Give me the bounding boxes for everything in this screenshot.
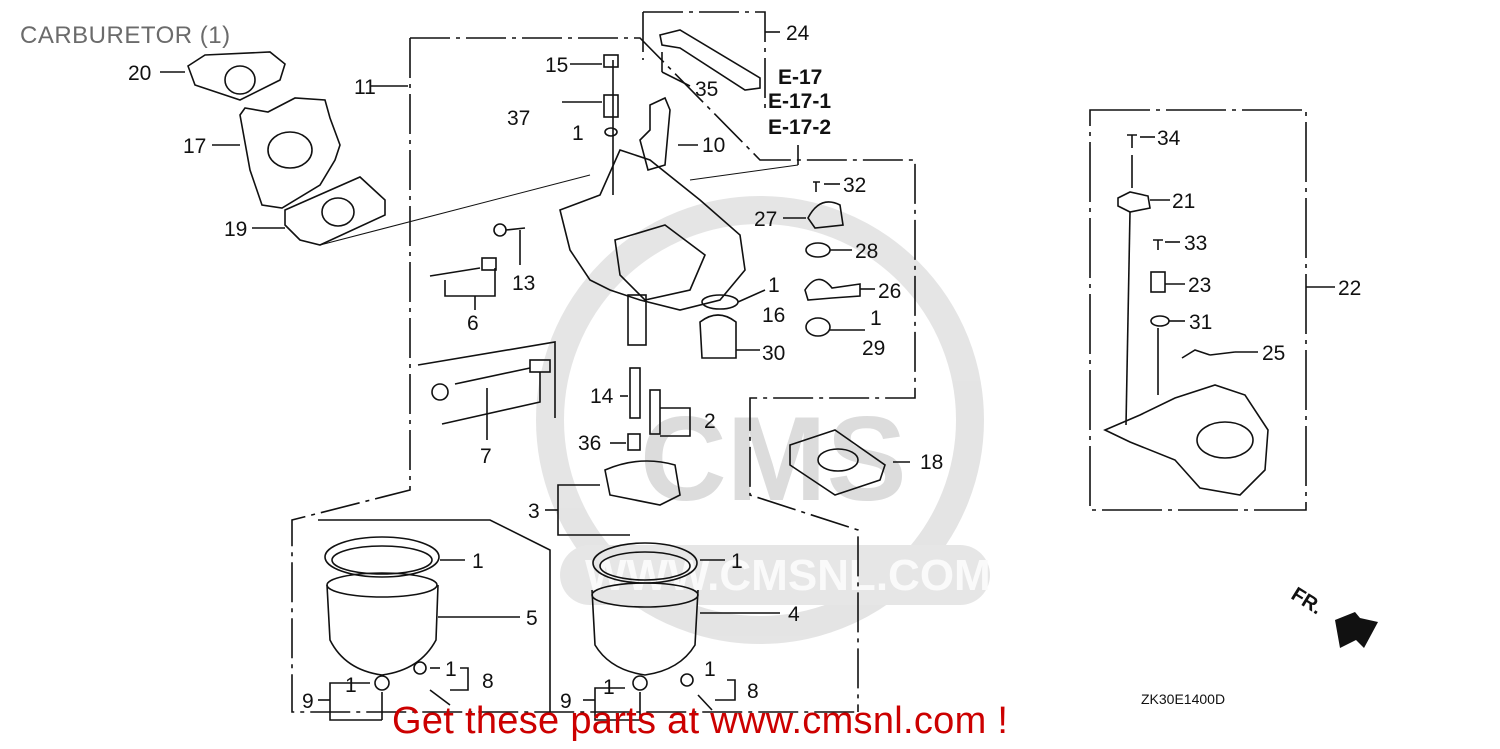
reference-group: E-17-2: [768, 116, 831, 139]
front-direction-label: FR.: [1287, 583, 1326, 619]
callout-9: 9: [560, 690, 572, 713]
callout-37: 37: [507, 107, 530, 130]
callout-1: 1: [870, 307, 882, 330]
callout-22: 22: [1338, 277, 1361, 300]
promo-link[interactable]: Get these parts at www.cmsnl.com !: [392, 700, 1009, 742]
callout-8: 8: [482, 670, 494, 693]
callout-3: 3: [528, 500, 540, 523]
callout-1: 1: [572, 122, 584, 145]
callout-21: 21: [1172, 190, 1195, 213]
callout-28: 28: [855, 240, 878, 263]
callout-15: 15: [545, 54, 568, 77]
callout-2: 2: [704, 410, 716, 433]
callout-19: 19: [224, 218, 247, 241]
callout-1: 1: [445, 658, 457, 681]
diagram-code: ZK30E1400D: [1141, 691, 1225, 707]
callout-6: 6: [467, 312, 479, 335]
callout-11: 11: [354, 76, 376, 99]
callout-26: 26: [878, 280, 901, 303]
callout-29: 29: [862, 337, 885, 360]
callout-27: 27: [754, 208, 777, 231]
callout-20: 20: [128, 62, 151, 85]
watermark: CMS WWW.CMSNL.COM: [536, 196, 991, 644]
callout-30: 30: [762, 342, 785, 365]
callout-33: 33: [1184, 232, 1207, 255]
callout-5: 5: [526, 607, 538, 630]
reference-group: E-17: [778, 66, 822, 89]
callout-1: 1: [704, 658, 716, 681]
callout-23: 23: [1188, 274, 1211, 297]
callout-34: 34: [1157, 127, 1181, 150]
callout-35: 35: [695, 78, 718, 101]
callout-14: 14: [590, 385, 614, 408]
callout-1: 1: [472, 550, 484, 573]
callout-25: 25: [1262, 342, 1285, 365]
reference-group: E-17-1: [768, 90, 831, 113]
diagram-title: CARBURETOR (1): [20, 22, 231, 49]
callout-8: 8: [747, 680, 759, 703]
callout-labels: 20 17 19 11 15 37 1 10 24 35 32 27 28 1 …: [128, 22, 1361, 713]
callout-24: 24: [786, 22, 810, 45]
callout-9: 9: [302, 690, 314, 713]
watermark-url: WWW.CMSNL.COM: [585, 551, 991, 600]
callout-17: 17: [183, 135, 206, 158]
callout-1: 1: [768, 274, 780, 297]
callout-10: 10: [702, 134, 725, 157]
callout-16: 16: [762, 304, 785, 327]
callout-1: 1: [603, 676, 615, 699]
watermark-logo: CMS: [640, 392, 907, 526]
callout-36: 36: [578, 432, 601, 455]
callout-31: 31: [1189, 311, 1212, 334]
callout-7: 7: [480, 445, 492, 468]
callout-1: 1: [731, 550, 743, 573]
front-direction-arrow-icon: FR.: [1287, 583, 1378, 648]
callout-13: 13: [512, 272, 535, 295]
callout-1: 1: [345, 674, 357, 697]
callout-32: 32: [843, 174, 866, 197]
callout-4: 4: [788, 603, 800, 626]
callout-18: 18: [920, 451, 943, 474]
